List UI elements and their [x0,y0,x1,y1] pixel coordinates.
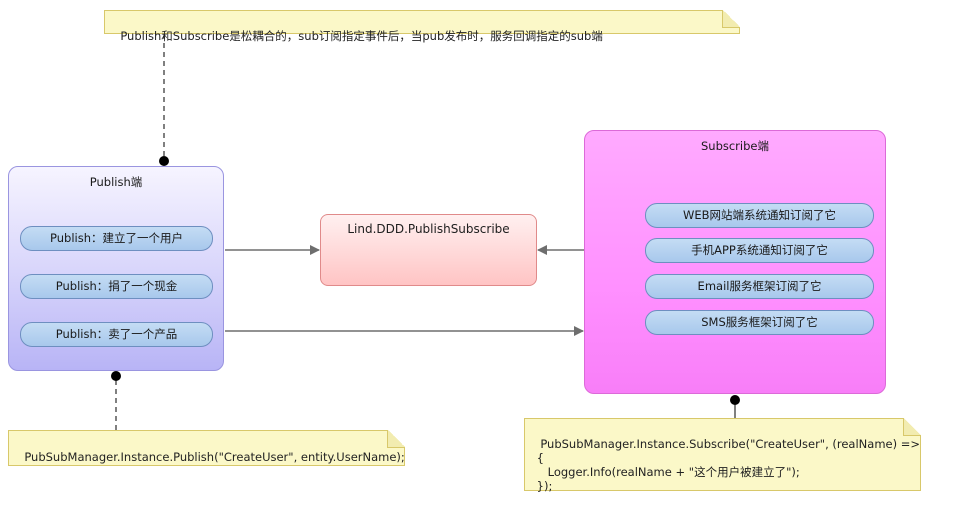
publish-item-label: Publish：建立了一个用户 [50,231,183,245]
subscribe-item[interactable]: SMS服务框架订阅了它 [645,310,874,335]
publish-item[interactable]: Publish：捐了一个现金 [20,274,213,299]
subscribe-container[interactable]: Subscribe端 WEB网站端系统通知订阅了它 手机APP系统通知订阅了它 … [584,130,886,394]
subscribe-item[interactable]: WEB网站端系统通知订阅了它 [645,203,874,228]
anchor-dot-subscribe-bottom [730,395,740,405]
publish-item-label: Publish：捐了一个现金 [55,279,178,293]
subscribe-title: Subscribe端 [700,139,769,153]
publish-item[interactable]: Publish：卖了一个产品 [20,322,213,347]
note-fold-corner [387,430,405,448]
anchor-dot-publish-top [159,156,169,166]
note-top-text: Publish和Subscribe是松耦合的，sub订阅指定事件后，当pub发布… [120,29,603,43]
central-title: Lind.DDD.PublishSubscribe [347,222,510,236]
publish-item-label: Publish：卖了一个产品 [55,327,178,341]
note-top: Publish和Subscribe是松耦合的，sub订阅指定事件后，当pub发布… [104,10,740,43]
note-fold-corner [722,10,740,28]
subscribe-item-label: SMS服务框架订阅了它 [701,315,818,329]
note-fold-corner [903,418,921,436]
publish-container[interactable]: Publish端 Publish：建立了一个用户 Publish：捐了一个现金 … [8,166,224,371]
note-publish-code: PubSubManager.Instance.Publish("CreateUs… [8,430,405,466]
note-subscribe-code-text: PubSubManager.Instance.Subscribe("Create… [536,437,921,493]
note-publish-code-text: PubSubManager.Instance.Publish("CreateUs… [24,450,405,464]
anchor-dot-publish-bottom [111,371,121,381]
subscribe-item-label: 手机APP系统通知订阅了它 [691,243,828,257]
subscribe-item-label: WEB网站端系统通知订阅了它 [682,208,837,222]
subscribe-item-label: Email服务框架订阅了它 [697,279,822,293]
publish-title: Publish端 [89,175,143,189]
publish-item[interactable]: Publish：建立了一个用户 [20,226,213,251]
subscribe-item[interactable]: 手机APP系统通知订阅了它 [645,238,874,263]
note-subscribe-code: PubSubManager.Instance.Subscribe("Create… [524,418,921,493]
central-publishsubscribe-box[interactable]: Lind.DDD.PublishSubscribe [320,214,537,286]
subscribe-item[interactable]: Email服务框架订阅了它 [645,274,874,299]
